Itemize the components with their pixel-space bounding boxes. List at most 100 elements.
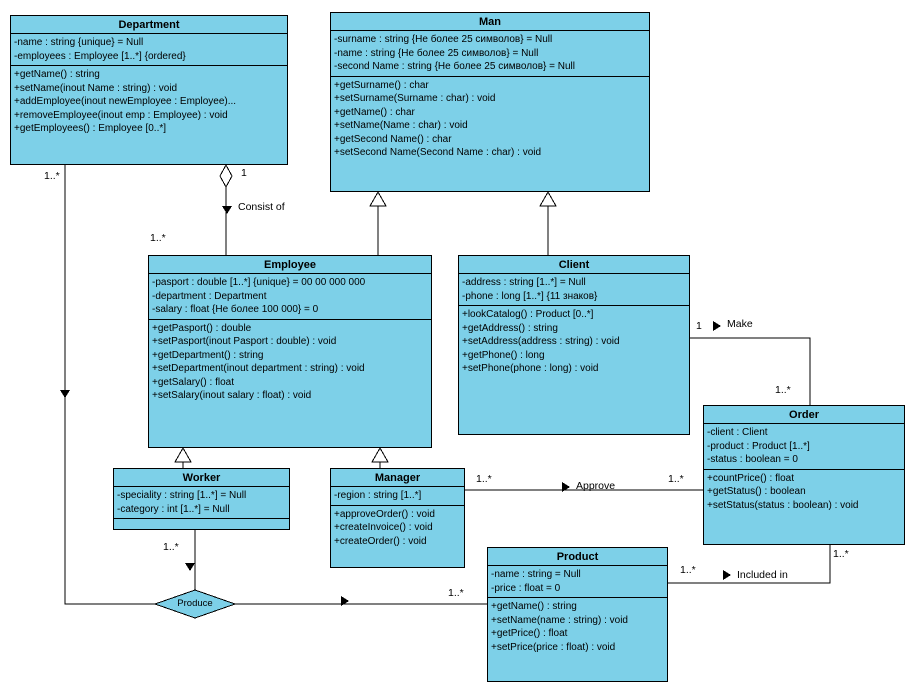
method: +getName() : string [491, 601, 577, 612]
method: +setName(inout Name : string) : void [14, 82, 178, 94]
method: +getName() : char [334, 106, 415, 118]
method: +getSecond Name() : char [334, 133, 452, 145]
operations-compartment: +getName() : string +setName(name : stri… [488, 597, 667, 681]
attribute: -address : string [1..*] = Null [462, 277, 586, 288]
class-man[interactable]: Man -surname : string {Не более 25 симво… [330, 12, 650, 192]
direction-right-icon [341, 596, 349, 606]
method: +addEmployee(inout newEmployee : Employe… [14, 96, 237, 107]
method: +getEmployees() : Employee [0..*] [14, 123, 167, 134]
class-title: Product [556, 551, 599, 563]
method: +countPrice() : float [707, 472, 794, 484]
association-label-included-in: Included in [737, 569, 788, 581]
association-label-produce: Produce [177, 598, 213, 609]
class-manager[interactable]: Manager -region : string [1..*] +approve… [330, 468, 465, 568]
multiplicity-label: 1 [696, 320, 702, 332]
class-title: Man [479, 16, 501, 28]
class-title: Order [789, 409, 819, 421]
attribute: -status : boolean = 0 [707, 454, 798, 465]
attributes-compartment: -address : string [1..*] = Null -phone :… [459, 273, 689, 305]
association-label-make: Make [727, 318, 753, 330]
attributes-compartment: -speciality : string [1..*] = Null -cate… [114, 486, 289, 518]
attributes-compartment: -name : string = Null -price : float = 0 [488, 565, 667, 597]
attribute: -employees : Employee [1..*] {ordered} [14, 50, 186, 62]
multiplicity-label: 1..* [833, 548, 849, 560]
multiplicity-label: 1..* [680, 564, 696, 576]
direction-down-icon [60, 390, 70, 398]
multiplicity-label: 1..* [668, 473, 684, 485]
operations-compartment: +approveOrder() : void +createInvoice() … [331, 504, 464, 568]
multiplicity-label: 1..* [163, 541, 179, 553]
attribute: -phone : long [1..*] {11 знаков} [462, 290, 598, 302]
method: +getStatus() : boolean [707, 486, 806, 497]
method: +getPrice() : float [491, 628, 568, 639]
method: +getName() : string [14, 69, 100, 80]
attribute: -speciality : string [1..*] = Null [117, 490, 247, 501]
attributes-compartment: -region : string [1..*] [331, 486, 464, 505]
direction-down-icon [222, 206, 232, 214]
attributes-compartment: -name : string {unique} = Null -employee… [11, 33, 287, 65]
operations-compartment: +getPasport() : double +setPasport(inout… [149, 318, 431, 448]
method: +getAddress() : string [462, 322, 558, 334]
generalization-arrow-icon [371, 446, 389, 463]
class-worker[interactable]: Worker -speciality : string [1..*] = Nul… [113, 468, 290, 530]
attribute: -name : string = Null [491, 569, 581, 580]
multiplicity-label: 1..* [775, 384, 791, 396]
operations-compartment: +getSurname() : char +setSurname(Surname… [331, 75, 649, 192]
class-department[interactable]: Department -name : string {unique} = Nul… [10, 15, 288, 165]
method: +setSurname(Surname : char) : void [334, 93, 496, 104]
method: +getSalary() : float [152, 376, 234, 388]
attributes-compartment: -pasport : double [1..*] {unique} = 00 0… [149, 273, 431, 319]
method: +getSurname() : char [334, 79, 429, 91]
class-product[interactable]: Product -name : string = Null -price : f… [487, 547, 668, 682]
method: +setPhone(phone : long) : void [462, 363, 599, 374]
direction-right-icon [562, 482, 570, 492]
method: +approveOrder() : void [334, 508, 435, 520]
direction-right-icon [713, 321, 721, 331]
class-client[interactable]: Client -address : string [1..*] = Null -… [458, 255, 690, 435]
method: +setPrice(price : float) : void [491, 641, 616, 653]
method: +getPasport() : double [152, 322, 252, 334]
class-title: Worker [182, 472, 221, 484]
class-title: Manager [374, 472, 421, 484]
method: +setDepartment(inout department : string… [152, 363, 365, 374]
edge-department-produce [64, 165, 155, 605]
attributes-compartment: -client : Client -product : Product [1..… [704, 423, 904, 469]
produce-association-diamond[interactable] [153, 589, 237, 619]
method: +getPhone() : long [462, 349, 545, 361]
method: +setName(Name : char) : void [334, 120, 468, 131]
generalization-arrow-icon [174, 446, 192, 463]
method: +lookCatalog() : Product [0..*] [462, 309, 594, 320]
attribute: -product : Product [1..*] [707, 440, 810, 452]
multiplicity-label: 1 [241, 167, 247, 179]
attribute: -region : string [1..*] [334, 490, 422, 501]
class-order[interactable]: Order -client : Client -product : Produc… [703, 405, 905, 545]
multiplicity-label: 1..* [44, 170, 60, 182]
attribute: -name : string {unique} = Null [14, 37, 144, 48]
association-label-approve: Approve [576, 480, 616, 492]
operations-compartment: +getName() : string +setName(inout Name … [11, 65, 287, 164]
generalization-arrow-icon [539, 190, 557, 207]
method: +setSecond Name(Second Name : char) : vo… [334, 147, 542, 158]
edge-client-order [690, 337, 811, 405]
aggregation-diamond-icon [219, 163, 233, 189]
method: +setAddress(address : string) : void [462, 336, 620, 347]
class-employee[interactable]: Employee -pasport : double [1..*] {uniqu… [148, 255, 432, 448]
multiplicity-label: 1..* [448, 587, 464, 599]
attribute: -department : Department [152, 290, 267, 302]
method: +setSalary(inout salary : float) : void [152, 390, 312, 401]
direction-down-icon [185, 563, 195, 571]
multiplicity-label: 1..* [150, 232, 166, 244]
direction-right-icon [723, 570, 731, 580]
method: +createInvoice() : void [334, 522, 433, 533]
method: +setName(name : string) : void [491, 614, 628, 626]
class-title: Employee [264, 259, 316, 271]
attribute: -surname : string {Не более 25 символов}… [334, 34, 553, 45]
method: +getDepartment() : string [152, 349, 264, 361]
attribute: -pasport : double [1..*] {unique} = 00 0… [152, 277, 366, 288]
attribute: -category : int [1..*] = Null [117, 503, 230, 515]
class-title: Department [118, 19, 180, 31]
operations-compartment [114, 518, 289, 529]
edge-order-product [668, 545, 831, 584]
